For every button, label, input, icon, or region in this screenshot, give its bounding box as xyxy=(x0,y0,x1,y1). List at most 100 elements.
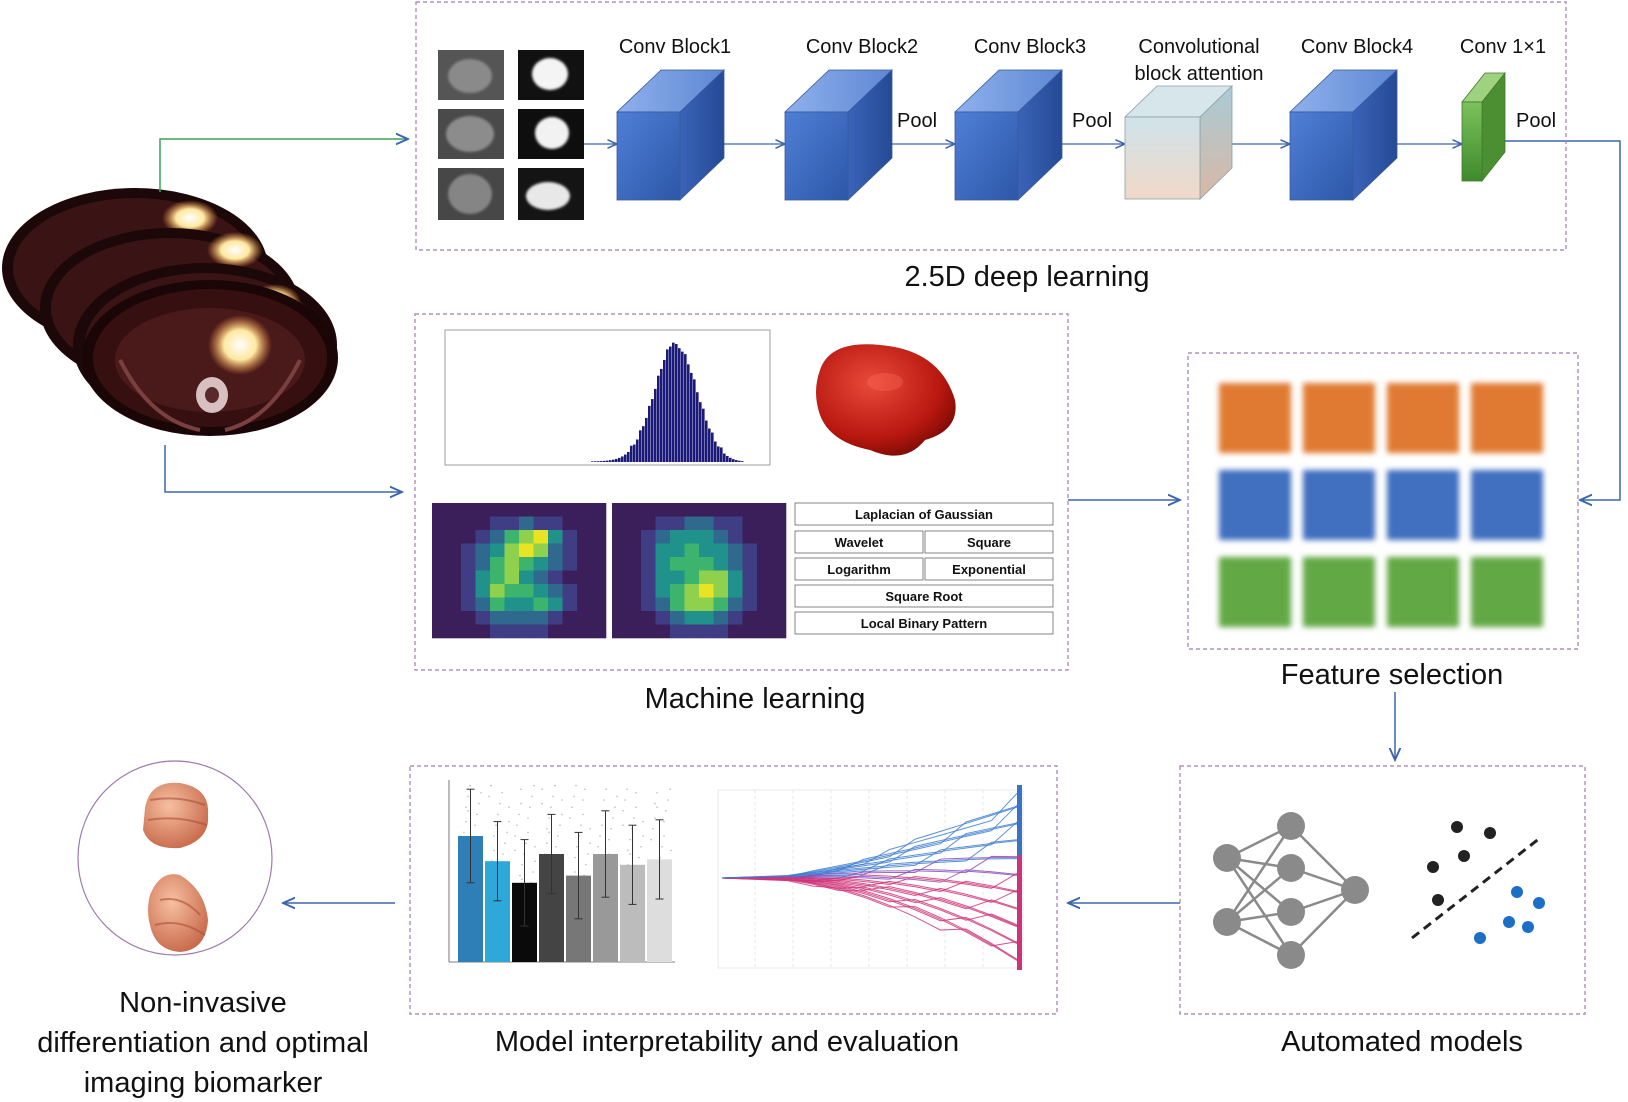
conv-block-3-label: Conv Block3 xyxy=(974,36,1086,58)
heatmap-cell xyxy=(655,557,671,571)
heatmap-cell xyxy=(533,570,549,585)
heatmap-cell xyxy=(591,611,607,625)
histogram-bar xyxy=(720,447,723,462)
histogram-bar xyxy=(615,458,618,462)
eval-scatter-dot xyxy=(548,817,550,819)
heatmap-cell xyxy=(655,530,671,544)
tumor-render-top xyxy=(143,782,209,849)
eval-scatter-dot xyxy=(661,846,663,848)
heatmap-cell xyxy=(699,530,714,544)
heatmap-cell xyxy=(461,530,476,544)
histogram-bar xyxy=(642,426,645,462)
heatmap-cell xyxy=(742,543,758,558)
eval-scatter-dot xyxy=(534,846,536,848)
heatmap-cell xyxy=(713,611,729,625)
outcome-line-2: differentiation and optimal xyxy=(37,1027,369,1059)
heatmap-cell xyxy=(771,597,787,612)
heatmap-cell xyxy=(446,611,462,625)
evaluation-caption: Model interpretability and evaluation xyxy=(495,1026,959,1058)
heatmap-cell xyxy=(713,570,729,585)
heatmap-cell xyxy=(461,624,476,639)
eval-scatter-dot xyxy=(493,849,495,852)
histogram-bar xyxy=(672,342,675,462)
eval-scatter-dot xyxy=(514,835,516,837)
heatmap-cell xyxy=(728,557,743,571)
heatmap-cell xyxy=(684,597,700,612)
eval-scatter-dot xyxy=(546,828,548,830)
eval-scatter-dot xyxy=(519,874,521,877)
heatmap-cell xyxy=(562,624,578,639)
heatmap-cell xyxy=(548,597,563,612)
pool-label-3: Pool xyxy=(1516,110,1556,132)
heatmap-cell xyxy=(504,503,520,517)
histogram-bar xyxy=(669,346,672,462)
histogram-bar xyxy=(723,453,726,462)
classifier-scatter-icon xyxy=(1411,821,1545,944)
heatmap-cell xyxy=(446,557,462,571)
heatmap-cell xyxy=(548,584,563,598)
eval-scatter-dot xyxy=(614,806,616,808)
eval-scatter-dot xyxy=(589,842,591,844)
heatmap-cell xyxy=(562,597,578,612)
eval-scatter-dot xyxy=(650,838,652,841)
heatmap-cell xyxy=(641,530,656,544)
shap-decision-line xyxy=(721,877,1018,910)
heatmap-cell xyxy=(432,557,447,571)
heatmap-cell xyxy=(684,584,700,598)
heatmap-cell xyxy=(577,597,592,612)
heatmap-cell xyxy=(655,597,671,612)
histogram-bar xyxy=(714,441,717,462)
pet-ct-image-stack xyxy=(2,188,338,436)
eval-scatter-dot xyxy=(476,813,478,816)
heatmap-cell xyxy=(670,597,685,612)
heatmap-cell xyxy=(742,530,758,544)
heatmap-cell xyxy=(461,584,476,598)
heatmap-cell xyxy=(713,584,729,598)
filter-logarithm: Logarithm xyxy=(827,562,891,577)
eval-scatter-dot xyxy=(561,799,563,801)
heatmap-cell xyxy=(742,516,758,531)
automated-models-border xyxy=(1179,765,1586,1015)
heatmap-cell xyxy=(612,557,627,571)
heatmap-cell xyxy=(728,624,743,639)
eval-scatter-dot xyxy=(508,806,510,808)
heatmap-cell xyxy=(519,530,534,544)
heatmap-cell xyxy=(771,557,787,571)
heatmap-cell xyxy=(771,584,787,598)
heatmap-cell xyxy=(591,570,607,585)
heatmap-cell xyxy=(577,624,592,639)
filter-square-root: Square Root xyxy=(885,589,963,604)
heatmap-cell xyxy=(670,624,685,639)
feature-block xyxy=(1303,383,1375,453)
feature-block xyxy=(1303,470,1375,540)
heatmap-cell xyxy=(519,570,534,585)
eval-scatter-dot xyxy=(629,853,631,855)
attention-label-line1: Convolutional xyxy=(1138,36,1259,58)
heatmap-cell xyxy=(655,503,671,517)
heatmap-cell xyxy=(728,584,743,598)
eval-scatter-dot xyxy=(495,824,497,826)
histogram-bar xyxy=(708,428,711,462)
conv-block-1 xyxy=(616,69,725,201)
eval-scatter-dot xyxy=(574,856,576,859)
eval-scatter-dot xyxy=(627,849,629,852)
deep-learning-border xyxy=(415,1,1567,251)
attention-block xyxy=(1124,85,1233,200)
heatmap-right xyxy=(612,503,787,639)
eval-scatter-dot xyxy=(520,788,522,790)
eval-scatter-dot xyxy=(499,802,501,805)
heatmap-cell xyxy=(641,543,656,558)
eval-scatter-dot xyxy=(465,820,467,823)
heatmap-cell xyxy=(562,611,578,625)
heatmap-cell xyxy=(626,584,642,598)
conv-block-3 xyxy=(954,69,1063,201)
heatmap-cell xyxy=(684,624,700,639)
shap-decision-plot xyxy=(717,785,1024,970)
heatmap-cell xyxy=(432,543,447,558)
heatmap-cell xyxy=(490,530,505,544)
heatmap-cell xyxy=(490,503,505,517)
heatmap-cell xyxy=(475,516,491,531)
histogram-bars xyxy=(591,342,744,462)
ct-patch-grid xyxy=(438,50,584,220)
